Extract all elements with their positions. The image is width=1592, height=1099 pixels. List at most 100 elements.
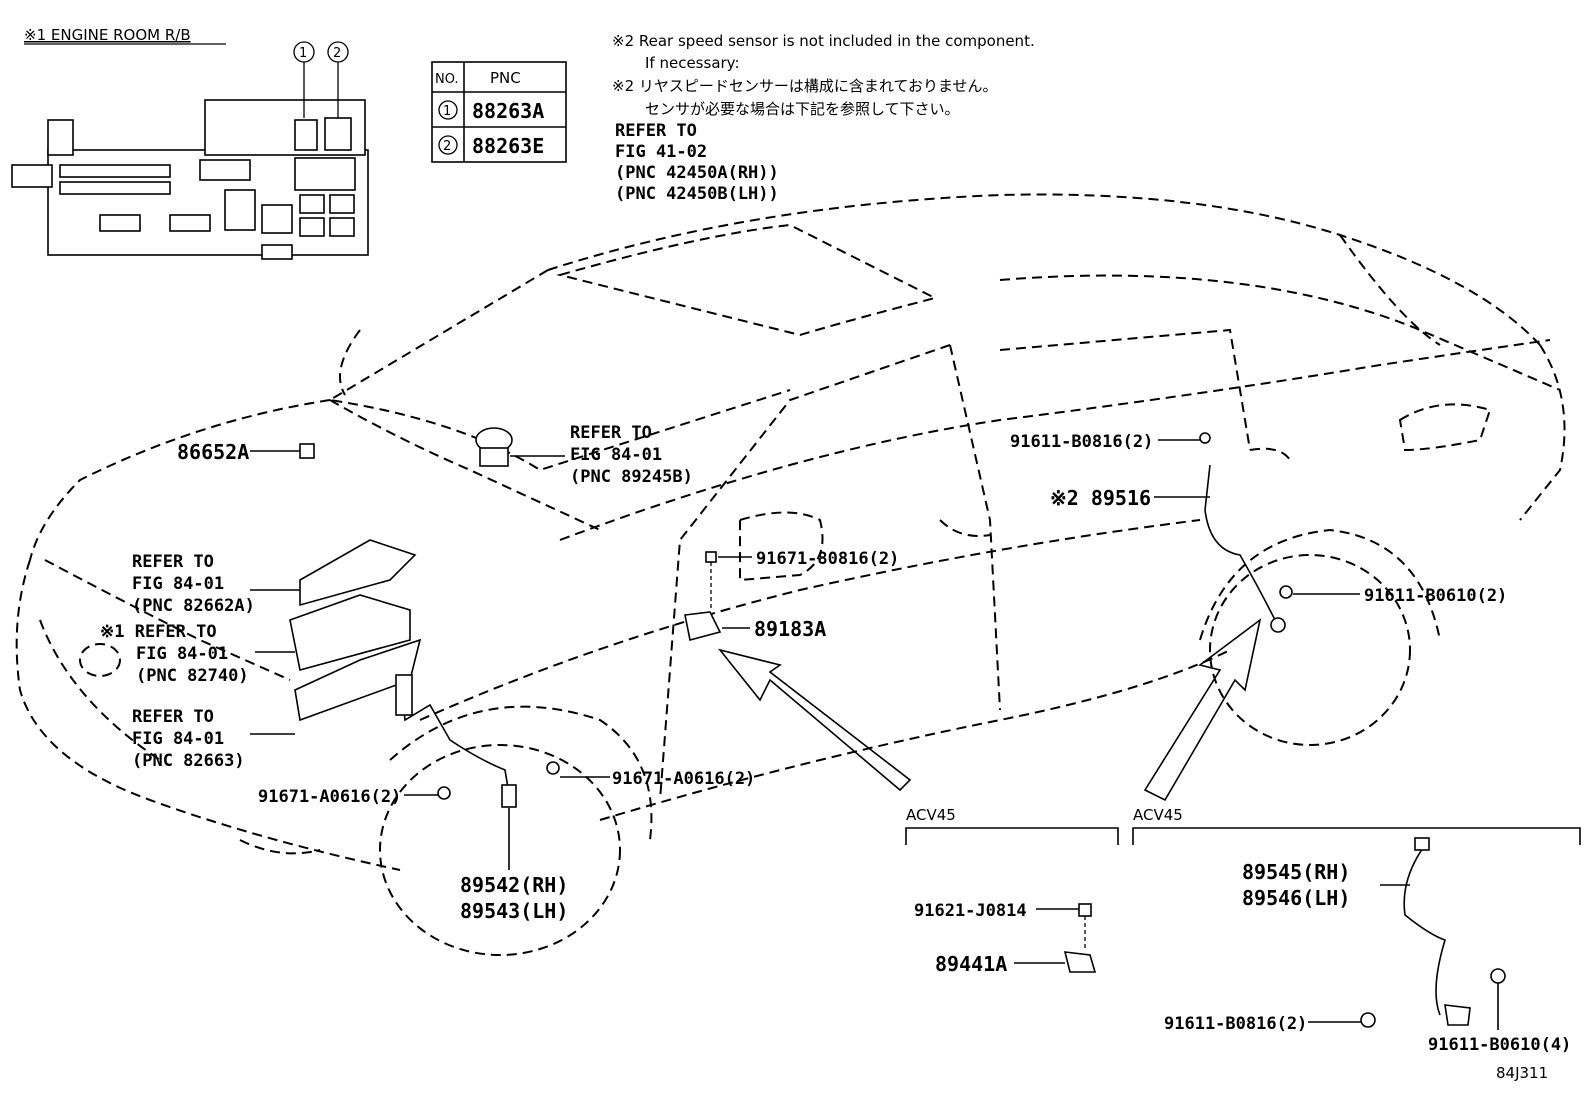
acv45-left-bracket (905, 827, 1119, 845)
front-wheel-arch (389, 705, 653, 841)
hood-crease (329, 399, 601, 531)
part-82662a-cover (299, 539, 417, 607)
label-91671-80816: 91671-80816(2) (756, 549, 899, 569)
relay-slot-6 (299, 217, 325, 237)
roof-line (547, 193, 1541, 346)
fuse-row-5 (199, 159, 251, 181)
label-89183a: 89183A (754, 617, 826, 641)
label-91611-b0610-4: 91611-B0610(4) (1428, 1035, 1571, 1055)
fuse-row-4 (169, 214, 211, 232)
pnc-table-frame (431, 61, 567, 163)
components (289, 427, 1506, 1028)
part-89545-sensor (1444, 1004, 1471, 1026)
part-front-harness (401, 689, 511, 801)
label-ref-82663-2: FIG 84-01 (132, 729, 224, 749)
label-ref-82662a-1: REFER TO (132, 552, 214, 572)
fuse-row-2 (59, 181, 171, 195)
arrow-to-rear-sensor (1143, 618, 1262, 802)
part-labels: 86652A REFER TO FIG 84-01 (PNC 89245B) R… (100, 423, 1571, 1082)
note-line-4: センサが必要な場合は下記を参照して下さい。 (645, 100, 960, 118)
label-ref-82662a-2: FIG 84-01 (132, 574, 224, 594)
part-bolt-91611-b0816-bottom (1360, 1012, 1376, 1028)
engine-room-relay-block-inset: ※1 ENGINE ROOM R/B 1 2 (11, 26, 369, 260)
label-acv45-right: ACV45 (1133, 806, 1183, 824)
part-82740-block (289, 594, 411, 671)
part-86652a (299, 443, 315, 459)
rear-door-window (999, 328, 1251, 451)
label-ref-89245b-2: FIG 84-01 (570, 445, 662, 465)
windshield-line (327, 269, 791, 472)
vehicle-outline (15, 193, 1566, 956)
detail-arrows (717, 618, 1262, 802)
label-91671-a0616-mid: 91671-A0616(2) (612, 769, 755, 789)
relay-block-bracket (11, 164, 53, 188)
label-acv45-left: ACV45 (906, 806, 956, 824)
label-89546: 89546(LH) (1242, 886, 1350, 910)
label-91621-j0814: 91621-J0814 (914, 901, 1027, 921)
door-split-line (949, 344, 1001, 711)
label-ref-89245b-1: REFER TO (570, 423, 652, 443)
mirror-line (339, 329, 361, 396)
rear-wheel-arch (1199, 528, 1441, 641)
note-line-3: ※2 リヤスピードセンサーは構成に含まれておりません。 (612, 77, 998, 95)
part-bolt-91611-b0610-4 (1490, 968, 1506, 984)
relay-block-foot (261, 244, 293, 260)
figure-code: 84J311 (1496, 1064, 1548, 1082)
rear-sensor-note: ※2 Rear speed sensor is not included in … (612, 32, 1035, 204)
relay-slot-3 (261, 204, 293, 234)
headlight-upper (44, 559, 291, 681)
label-91671-a0616-left: 91671-A0616(2) (258, 787, 401, 807)
label-ref-89245b-3: (PNC 89245B) (570, 467, 693, 487)
part-bolt-front-left (437, 786, 451, 800)
label-91611-b0610-2: 91611-B0610(2) (1364, 586, 1507, 606)
label-89545: 89545(RH) (1242, 860, 1350, 884)
note-line-6: FIG 41-02 (615, 142, 707, 162)
note-line-2: If necessary: (645, 54, 740, 72)
door-mid-line (419, 519, 1201, 721)
label-ref-82663-1: REFER TO (132, 707, 214, 727)
note-line-1: ※2 Rear speed sensor is not included in … (612, 32, 1035, 50)
pnc-row-1-circle (438, 100, 458, 120)
hood-front-line (29, 399, 331, 561)
label-ref-82662a-3: (PNC 82662A) (132, 596, 255, 616)
relay-slot-7 (329, 217, 355, 237)
callout-2-text: 2 (333, 46, 341, 61)
lower-grille (239, 839, 321, 855)
arrow-to-89183a (717, 648, 912, 792)
relay-slot-5 (329, 194, 355, 214)
side-mirror (739, 511, 824, 582)
label-91611-b0816-bottom: 91611-B0816(2) (1164, 1014, 1307, 1034)
label-89516: ※2 89516 (1050, 486, 1151, 510)
pnc-row-1-no: 1 (443, 104, 451, 119)
engine-room-title: ※1 ENGINE ROOM R/B (24, 26, 191, 44)
part-89441a (1063, 951, 1097, 973)
sunroof-outline (556, 223, 938, 337)
front-bumper (15, 559, 401, 871)
part-bolt-91621-j0814 (1078, 903, 1092, 917)
label-ref-82740-1: ※1 REFER TO (100, 622, 217, 642)
fuse-row-1 (59, 164, 171, 178)
acv45-right-bracket (1132, 827, 1581, 845)
label-91611-b0816-top: 91611-B0816(2) (1010, 432, 1153, 452)
part-89545-harness (1403, 844, 1446, 1016)
callout-1-circle (293, 41, 315, 63)
pnc-row-2-circle (438, 135, 458, 155)
part-89542-sensor (501, 784, 517, 808)
label-ref-82740-3: (PNC 82740) (136, 666, 249, 686)
callout-2-circle (327, 41, 349, 63)
part-89516-sensor (1270, 617, 1286, 633)
pnc-row-1-pnc: 88263A (472, 99, 544, 123)
callout-1-text: 1 (299, 46, 307, 61)
part-bolt-91671-80816 (705, 551, 717, 563)
fog-lamp (79, 643, 121, 677)
rear-pillar-line (1339, 234, 1441, 346)
note-line-7: (PNC 42450A(RH)) (615, 163, 779, 183)
label-86652a: 86652A (177, 440, 249, 464)
part-front-harness-bracket (395, 674, 413, 716)
note-line-8: (PNC 42450B(LH)) (615, 184, 779, 204)
pnc-table-header-pnc: PNC (490, 69, 521, 87)
fuel-door (1398, 403, 1492, 452)
label-ref-82663-3: (PNC 82663) (132, 751, 245, 771)
